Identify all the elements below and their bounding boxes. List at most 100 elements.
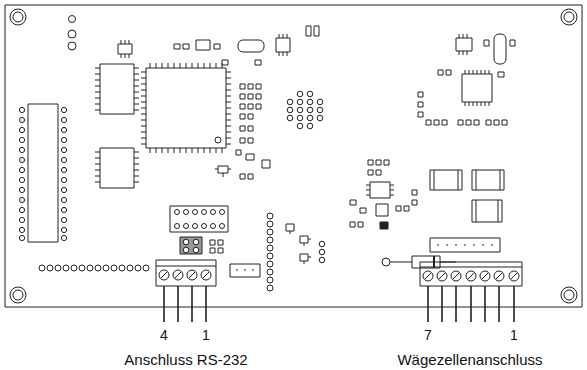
- pin-hole: [267, 261, 273, 267]
- smd-part: [255, 60, 261, 65]
- smd-part: [510, 40, 515, 46]
- smd-part: [368, 160, 373, 165]
- smd-part: [418, 92, 507, 125]
- pin-column: [267, 213, 273, 291]
- jumper-pin: [183, 247, 189, 253]
- smd-part: [434, 120, 439, 125]
- pin-hole: [184, 210, 189, 215]
- pin-hole: [211, 224, 216, 229]
- pin-number: 7: [423, 328, 433, 343]
- pin-hole: [267, 253, 273, 259]
- inductor: [434, 170, 458, 190]
- smd-part: [418, 92, 423, 97]
- soic-chip: [100, 148, 134, 188]
- pin-hole: [61, 167, 66, 172]
- pin-hole: [61, 107, 66, 112]
- chip-legs: [141, 63, 231, 153]
- pin-hole: [19, 217, 24, 222]
- smd-part: [246, 154, 254, 160]
- pin-hole: [19, 147, 24, 152]
- pin-hole: [267, 237, 273, 243]
- pin-hole: [220, 210, 225, 215]
- pin-hole: [143, 265, 149, 271]
- smd-part: [240, 104, 245, 109]
- smd-part: [350, 200, 356, 205]
- pin-hole: [220, 224, 225, 229]
- smd-part: [384, 160, 389, 165]
- smd-part: [218, 240, 223, 245]
- pin-hole: [79, 265, 85, 271]
- smd-part: [248, 114, 253, 119]
- mounting-hole: [13, 12, 23, 22]
- pin-hole: [61, 235, 66, 240]
- smd-part: [418, 102, 423, 107]
- dip-chip: [28, 104, 58, 242]
- smd-part: [240, 174, 245, 179]
- smd-part: [210, 240, 215, 245]
- pin-hole: [211, 210, 216, 215]
- connector-label: Wägezellenanschluss: [396, 352, 543, 369]
- via-hole: [68, 16, 76, 51]
- terminal-block: [156, 260, 216, 286]
- smd-part: [240, 126, 245, 131]
- jumper-block: [180, 237, 202, 254]
- pin-hole: [267, 229, 273, 235]
- pin-hole: [19, 187, 24, 192]
- smd-part: [248, 138, 253, 143]
- via-hole: [68, 42, 76, 50]
- chip-legs: [95, 152, 139, 182]
- via-hole: [69, 16, 76, 23]
- pin-hole: [61, 207, 66, 212]
- pin-hole: [63, 265, 69, 271]
- via-hole: [287, 115, 293, 121]
- smd-part: [218, 166, 228, 173]
- chip-legs: [121, 40, 129, 58]
- smd-part: [446, 70, 451, 75]
- via-hole: [317, 99, 323, 105]
- pin-hole: [19, 157, 24, 162]
- pin-hole: [19, 197, 24, 202]
- smd-part: [240, 94, 245, 99]
- mounting-hole: [13, 290, 23, 300]
- smd-part: [218, 248, 223, 253]
- pin-hole: [267, 277, 273, 283]
- smd-part: [236, 150, 241, 155]
- smd-part: [438, 70, 443, 75]
- transistor: [286, 224, 294, 231]
- pin-hole: [267, 221, 273, 227]
- capacitor: [472, 200, 502, 222]
- pin-hole: [61, 187, 66, 192]
- via-hole: [297, 123, 303, 129]
- chip-legs: [465, 70, 489, 106]
- smd-part: [240, 84, 245, 89]
- pin-hole: [267, 269, 273, 275]
- mounting-hole: [10, 9, 577, 303]
- smd-part: [484, 40, 489, 46]
- pin-number: 4: [159, 328, 169, 343]
- pin-hole: [19, 177, 24, 182]
- smd-part: [494, 120, 499, 125]
- smd-part: [418, 112, 423, 117]
- pin-hole: [61, 157, 66, 162]
- smd-part: [404, 206, 409, 211]
- mounting-hole: [10, 287, 26, 303]
- pin-hole: [175, 224, 180, 229]
- smd-part: [236, 84, 261, 160]
- screw-slot: [425, 273, 517, 279]
- via-hole: [68, 30, 76, 38]
- smd-part: [360, 208, 366, 213]
- pin-hole: [61, 147, 66, 152]
- pin-hole: [127, 265, 133, 271]
- jumper-pin: [183, 239, 199, 253]
- pin-hole: [39, 265, 45, 271]
- smd-part: [358, 222, 363, 227]
- via-hole: [287, 99, 293, 105]
- smd-part: [174, 44, 180, 49]
- pin-hole: [202, 224, 207, 229]
- header-pins: [437, 245, 493, 246]
- pin-hole: [103, 265, 109, 271]
- via-hole: [287, 107, 293, 113]
- smd-part: [396, 206, 401, 211]
- crystal: [494, 34, 506, 64]
